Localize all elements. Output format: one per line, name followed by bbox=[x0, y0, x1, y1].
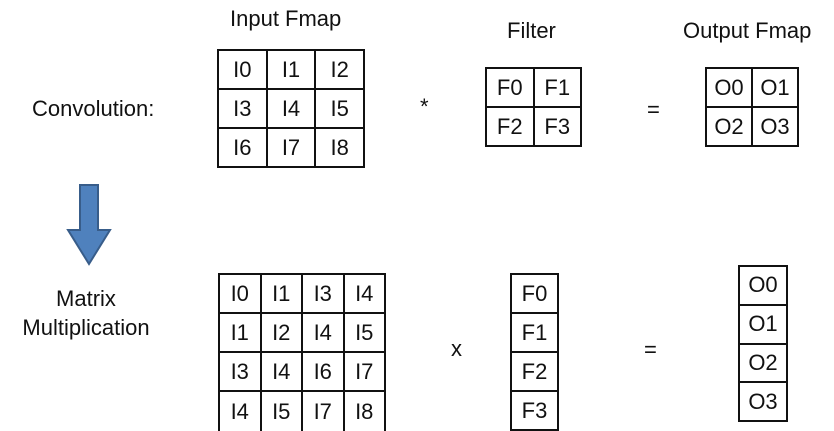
convolution-equals: = bbox=[647, 97, 660, 122]
matrix-input-cell: I2 bbox=[261, 314, 303, 353]
matrix-input-cell: I5 bbox=[262, 392, 303, 431]
conv-filter-cell: F2 bbox=[487, 108, 535, 147]
matrix-multiplication-label: Matrix Multiplication bbox=[12, 284, 160, 342]
matrix-output-cell: O1 bbox=[740, 305, 788, 345]
matrix-filter-vector: F0 F1 F2 F3 bbox=[510, 273, 559, 431]
conv-filter-grid: F0 F1 F2 F3 bbox=[485, 67, 582, 147]
matrix-output-cell: O3 bbox=[740, 383, 788, 422]
conv-input-cell: I0 bbox=[219, 51, 268, 90]
matrix-filter-cell: F0 bbox=[512, 275, 559, 314]
matrix-input-cell: I7 bbox=[303, 392, 345, 431]
matrix-input-cell: I4 bbox=[303, 314, 345, 353]
input-fmap-title: Input Fmap bbox=[230, 6, 342, 31]
conv-output-cell: O2 bbox=[707, 108, 753, 147]
conv-input-cell: I2 bbox=[316, 51, 365, 90]
matrix-input-cell: I3 bbox=[220, 353, 262, 392]
matrix-input-cell: I4 bbox=[261, 353, 303, 392]
conv-input-cell: I3 bbox=[219, 90, 268, 129]
conv-input-cell: I8 bbox=[316, 129, 365, 168]
conv-filter-cell: F1 bbox=[534, 69, 582, 108]
matrix-input-cell: I3 bbox=[303, 275, 345, 314]
matrix-input-cell: I7 bbox=[344, 353, 386, 392]
conv-filter-cell: F3 bbox=[534, 108, 582, 147]
matrix-input-cell: I4 bbox=[344, 275, 386, 314]
conv-input-cell: I4 bbox=[267, 90, 317, 129]
conv-input-cell: I7 bbox=[267, 129, 317, 168]
conv-output-cell: O3 bbox=[753, 108, 799, 147]
matrix-input-cell: I1 bbox=[220, 314, 262, 353]
convolution-label: Convolution: bbox=[32, 96, 155, 121]
matrix-input-cell: I0 bbox=[220, 275, 262, 314]
conv-filter-cell: F0 bbox=[487, 69, 535, 108]
matrix-filter-cell: F1 bbox=[512, 314, 559, 353]
matrix-label-line1: Matrix bbox=[56, 286, 116, 311]
conv-output-cell: O1 bbox=[753, 69, 799, 108]
matrix-filter-cell: F3 bbox=[512, 392, 559, 431]
matrix-equals: = bbox=[644, 337, 657, 362]
matrix-operator: x bbox=[451, 336, 462, 361]
conv-input-cell: I5 bbox=[316, 90, 365, 129]
conv-input-grid: I0 I1 I2 I3 I4 I5 I6 I7 I8 bbox=[217, 49, 365, 168]
conv-input-cell: I6 bbox=[219, 129, 268, 168]
matrix-input-grid: I0 I1 I3 I4 I1 I2 I4 I5 I3 I4 I6 I7 I4 I… bbox=[218, 273, 386, 431]
matrix-input-cell: I8 bbox=[345, 392, 386, 431]
convolution-operator: * bbox=[420, 94, 429, 119]
matrix-input-cell: I1 bbox=[261, 275, 303, 314]
matrix-input-cell: I4 bbox=[220, 392, 262, 431]
down-arrow-icon bbox=[66, 184, 112, 266]
matrix-label-line2: Multiplication bbox=[22, 315, 150, 340]
conv-output-cell: O0 bbox=[707, 69, 753, 108]
output-fmap-title: Output Fmap bbox=[683, 18, 812, 43]
conv-output-grid: O0 O1 O2 O3 bbox=[705, 67, 799, 147]
matrix-input-cell: I5 bbox=[344, 314, 386, 353]
conv-input-cell: I1 bbox=[267, 51, 317, 90]
matrix-output-vector: O0 O1 O2 O3 bbox=[738, 265, 788, 422]
matrix-output-cell: O0 bbox=[740, 267, 788, 306]
filter-title: Filter bbox=[507, 18, 556, 43]
matrix-filter-cell: F2 bbox=[512, 353, 559, 392]
matrix-output-cell: O2 bbox=[740, 344, 788, 384]
matrix-input-cell: I6 bbox=[303, 353, 345, 392]
